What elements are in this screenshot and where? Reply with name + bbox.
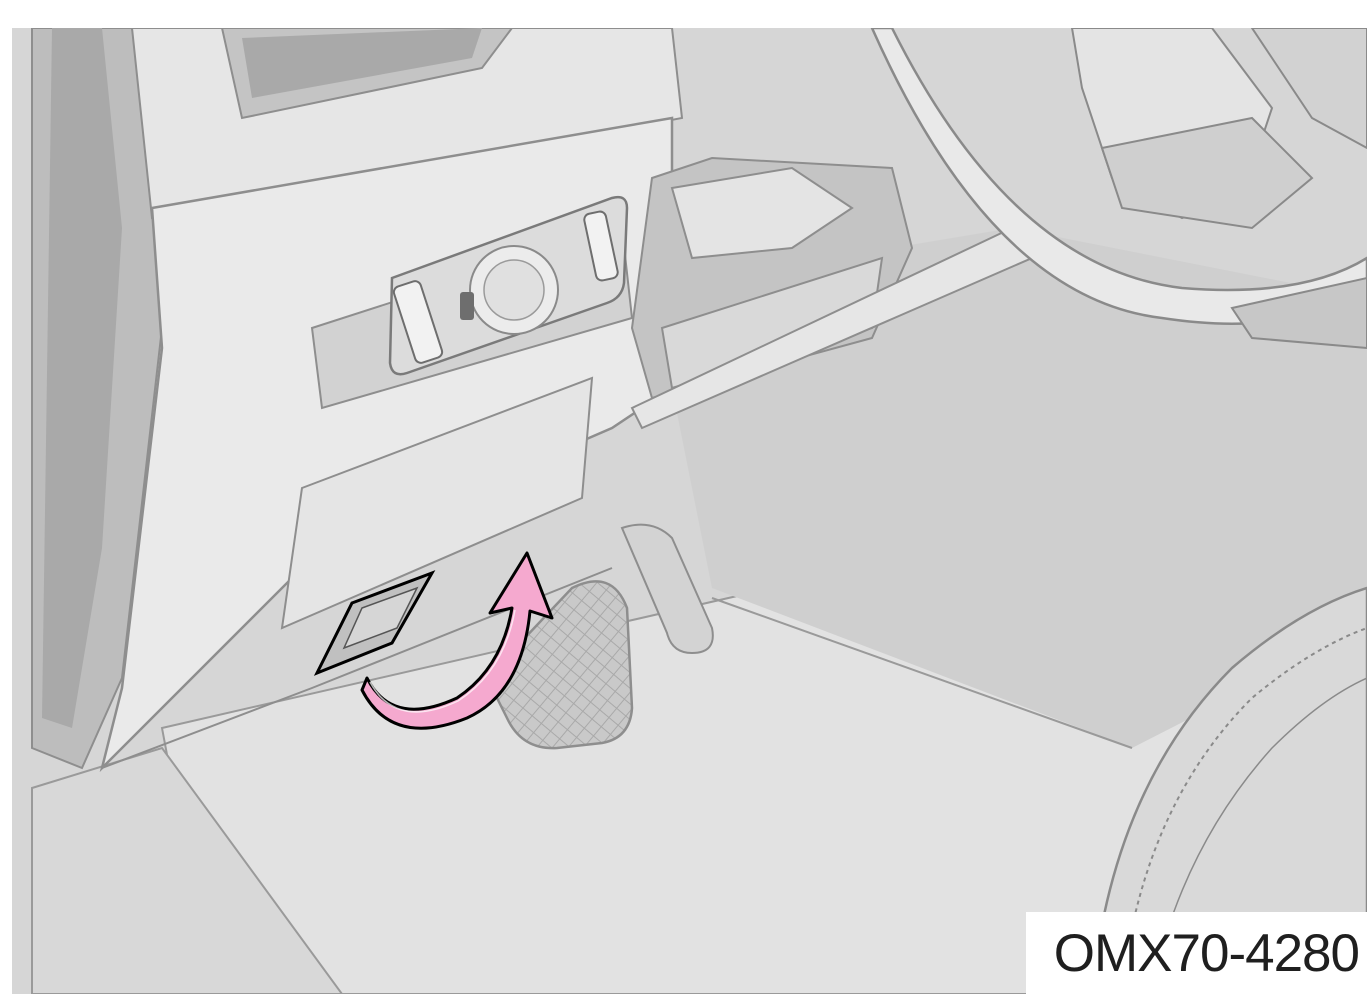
- figure-code-label: OMX70-4280: [1026, 912, 1367, 994]
- car-interior-illustration: [12, 28, 1367, 994]
